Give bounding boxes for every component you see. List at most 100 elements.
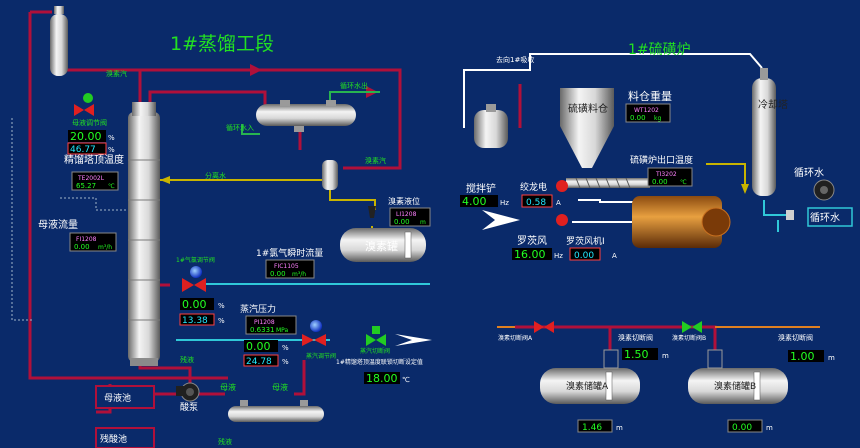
- svg-text:Hz: Hz: [500, 199, 509, 207]
- condenser: [256, 100, 356, 132]
- storage-tank-b: [688, 368, 788, 404]
- chlorine-valve-label: 1#气氯调节阀: [176, 256, 215, 264]
- storage-tank-a-label: 溴素储罐A: [566, 380, 609, 392]
- acid-pump-label: 酸泵: [180, 402, 198, 413]
- white-arrows: [482, 210, 520, 230]
- stirring-kettle: [474, 104, 508, 148]
- mother-liquor-valve-label: 母液调节阀: [72, 118, 107, 127]
- svg-text:残液: 残液: [180, 355, 194, 364]
- steam-valve-feedback: 24.78: [246, 357, 272, 367]
- acid-pump-icon[interactable]: [176, 382, 200, 402]
- svg-text:%: %: [218, 317, 225, 325]
- roots-blower-icon[interactable]: [556, 214, 568, 226]
- svg-text:LI1208: LI1208: [396, 211, 417, 218]
- chlorine-valve[interactable]: [182, 266, 206, 292]
- steam-valve-value: 0.00: [246, 340, 271, 353]
- bromine-tank-label: 溴素罐: [365, 239, 398, 253]
- svg-text:A: A: [612, 252, 617, 260]
- svg-text:残液: 残液: [218, 437, 232, 446]
- bromine-level-value: 0.00: [394, 218, 410, 226]
- steam-cutoff-valve[interactable]: [366, 326, 386, 346]
- svg-text:母液: 母液: [272, 382, 288, 392]
- svg-text:m: m: [828, 354, 835, 362]
- distillation-section-title: 1#蒸馏工段: [170, 33, 274, 55]
- svg-text:FI1208: FI1208: [76, 236, 97, 243]
- bin-weight-value: 0.00: [630, 114, 646, 122]
- svg-text:m: m: [420, 219, 426, 226]
- mother-liquor-valve-feedback: 46.77: [70, 145, 96, 155]
- circulating-water-pump-icon[interactable]: [813, 179, 835, 201]
- tank-a-level: 1.46: [582, 423, 602, 433]
- svg-text:A: A: [556, 199, 561, 207]
- top-temp-label: 精馏塔顶温度: [64, 153, 124, 166]
- level-a-label: 溴素切断阀: [618, 333, 653, 342]
- svg-text:TI3202: TI3202: [655, 171, 677, 178]
- svg-text:%: %: [282, 358, 289, 366]
- level-b-value: 1.00: [790, 350, 815, 363]
- yellow-arrow-heads: [160, 176, 749, 194]
- mother-liquor-pool: [95, 385, 155, 409]
- top-temp-setpoint-box[interactable]: [364, 372, 400, 384]
- cooling-tower-label: 冷却塔: [758, 98, 788, 111]
- yellow-pipes: [145, 163, 746, 230]
- svg-text:m: m: [662, 352, 669, 360]
- top-temp-setpoint-label: 1#精馏塔顶温度联锁切断设定值: [336, 358, 423, 366]
- bromine-level-probe: [368, 206, 376, 218]
- svg-text:%: %: [282, 344, 289, 352]
- steam-pressure-label: 蒸汽压力: [240, 303, 276, 315]
- chlorine-flow-value: 0.00: [270, 270, 286, 278]
- level-a-value: 1.50: [624, 348, 649, 361]
- chlorine-valve-feedback: 13.38: [182, 316, 208, 326]
- svg-text:TE2002L: TE2002L: [77, 175, 105, 182]
- cooling-tower: [752, 68, 776, 196]
- bin-weight-label: 料仓重量: [628, 89, 672, 103]
- bottom-exchanger: [228, 400, 324, 422]
- red-pipes: [28, 10, 717, 414]
- storage-valve-b-label: 溴素切断阀B: [672, 334, 706, 342]
- svg-text:%: %: [108, 134, 115, 142]
- svg-text:WT1202: WT1202: [634, 107, 659, 114]
- svg-text:PI1208: PI1208: [254, 319, 275, 326]
- storage-valve-a[interactable]: [534, 321, 554, 333]
- dotted-signal-line: [11, 118, 32, 321]
- reflux-drum-vertical: [50, 6, 68, 76]
- mother-flow-value: 0.00: [74, 243, 90, 251]
- distillation-column: [128, 102, 160, 366]
- screw-conveyor: [566, 177, 650, 189]
- residual-acid-pool-label: 残酸池: [100, 433, 127, 445]
- svg-text:℃: ℃: [680, 179, 687, 186]
- screw-feeder-label: 绞龙电: [520, 181, 547, 193]
- circulating-water-valve[interactable]: [786, 210, 794, 220]
- cooling-water-out-label: 循环水出: [340, 81, 368, 90]
- svg-text:℃: ℃: [108, 183, 115, 190]
- steam-valve[interactable]: [302, 320, 326, 346]
- screw-motor-icon[interactable]: [556, 180, 568, 192]
- svg-text:kg: kg: [654, 115, 661, 122]
- roots-blower-value: 16.00: [514, 248, 546, 261]
- mother-flow-label: 母液流量: [38, 218, 78, 231]
- cyan-arrow: [395, 334, 432, 346]
- chlorine-flow-label: 1#氯气瞬时流量: [256, 247, 323, 259]
- storage-tank-a: [540, 368, 640, 404]
- storage-tank-b-label: 溴素储罐B: [714, 380, 756, 392]
- furnace-section-title: 1#硫磺炉: [628, 42, 691, 58]
- svg-text:Hz: Hz: [554, 252, 563, 260]
- top-temp-value: 65.27: [76, 182, 96, 190]
- svg-text:MPa: MPa: [276, 327, 289, 334]
- stirrer-label: 搅拌铲: [466, 182, 496, 195]
- storage-valve-b[interactable]: [682, 321, 702, 333]
- svg-text:%: %: [108, 146, 115, 154]
- roots-motor-value: 0.00: [574, 251, 594, 261]
- mother-liquor-valve-value: 20.00: [70, 130, 102, 143]
- sulfur-furnace: [632, 196, 731, 248]
- top-temp-setpoint-value: 18.00: [366, 372, 398, 385]
- screw-feeder-value: 0.58: [526, 198, 546, 208]
- to-absorption-label: 去向1#吸收: [496, 55, 534, 64]
- mother-liquor-valve[interactable]: [74, 93, 94, 116]
- sulfur-bin: [560, 88, 614, 168]
- circulating-water-box: [807, 207, 853, 227]
- svg-text:%: %: [218, 302, 225, 310]
- level-b-label: 溴素切断阀: [778, 333, 813, 342]
- svg-text:m³/h: m³/h: [98, 244, 112, 251]
- mother-pool-label: 母液池: [104, 392, 131, 404]
